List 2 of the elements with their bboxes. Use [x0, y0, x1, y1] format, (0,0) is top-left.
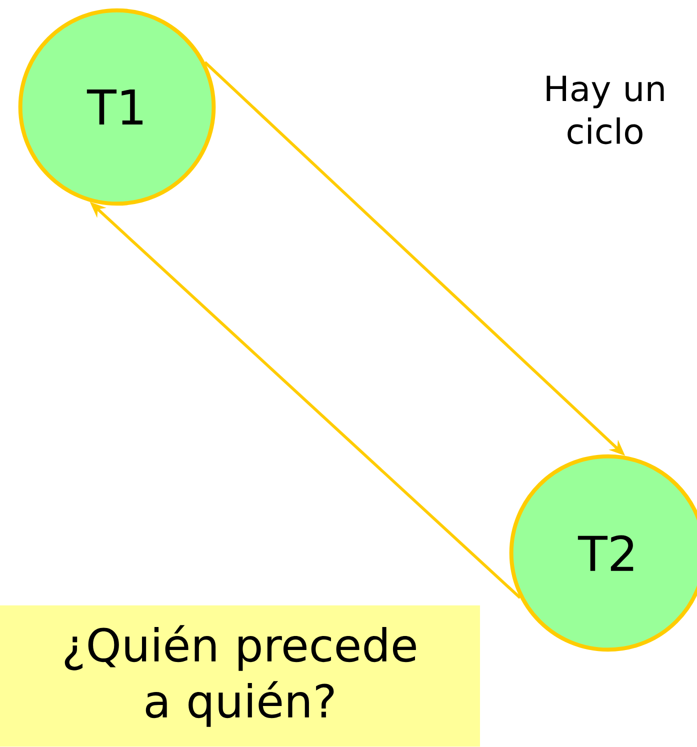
question-box: ¿Quién precede a quién?: [0, 605, 480, 747]
note-text: Hay un ciclo: [546, 76, 664, 144]
